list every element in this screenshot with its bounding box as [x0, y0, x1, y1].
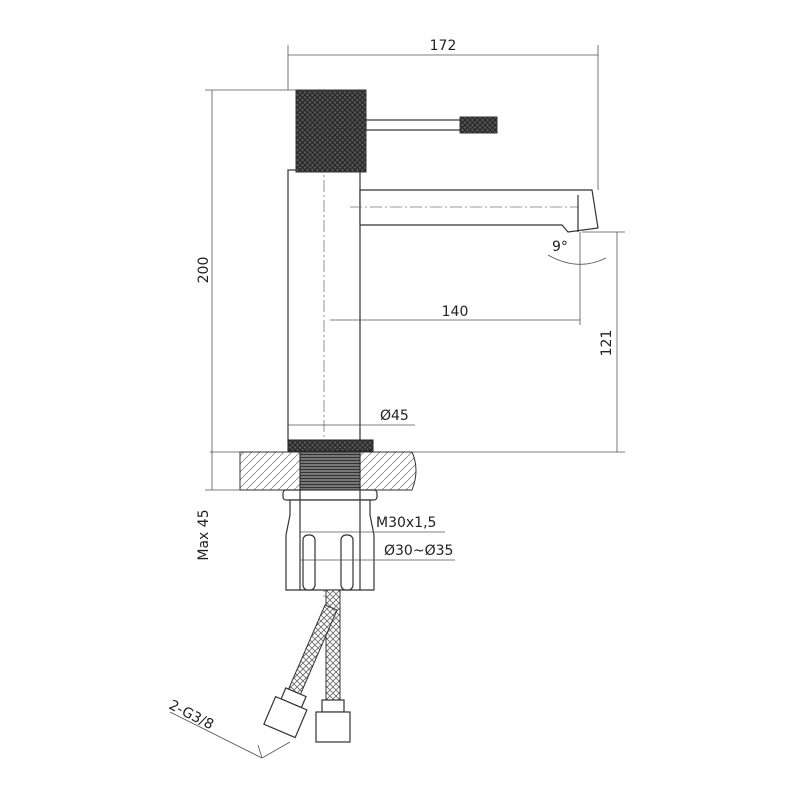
dim-text-200: 200	[196, 257, 212, 284]
lever	[365, 119, 463, 131]
dimension-thread: M30x1,5	[300, 515, 445, 533]
dimension-172: 172	[287, 38, 599, 190]
supply-hoses	[263, 589, 351, 743]
dim-text-140: 140	[442, 304, 469, 320]
dim-text-172: 172	[430, 38, 457, 54]
dimension-200: 200	[196, 89, 296, 452]
dimension-angle: 9°	[547, 239, 607, 265]
countertop	[210, 451, 625, 491]
base-ring	[287, 439, 374, 452]
dim-text-d45: Ø45	[380, 408, 409, 424]
dimension-max-45: Max 45	[196, 452, 240, 561]
dim-text-angle: 9°	[552, 239, 568, 255]
dimension-121: 121	[582, 231, 625, 452]
dim-text-max45: Max 45	[196, 509, 212, 560]
lever-tip	[459, 116, 498, 134]
dim-text-hole: Ø30~Ø35	[384, 543, 453, 559]
dim-text-hose: 2-G3/8	[166, 697, 216, 733]
threaded-shank	[299, 451, 361, 491]
knurled-handle	[295, 89, 367, 173]
dim-text-121: 121	[599, 330, 615, 357]
dimension-diameter-45: Ø45	[288, 408, 415, 426]
dimension-140: 140	[330, 232, 581, 325]
faucet-body	[287, 89, 599, 600]
dim-text-thread: M30x1,5	[376, 515, 436, 531]
dimension-hole: Ø30~Ø35	[300, 543, 455, 561]
spout	[359, 189, 599, 233]
mounting-nut	[282, 452, 378, 591]
